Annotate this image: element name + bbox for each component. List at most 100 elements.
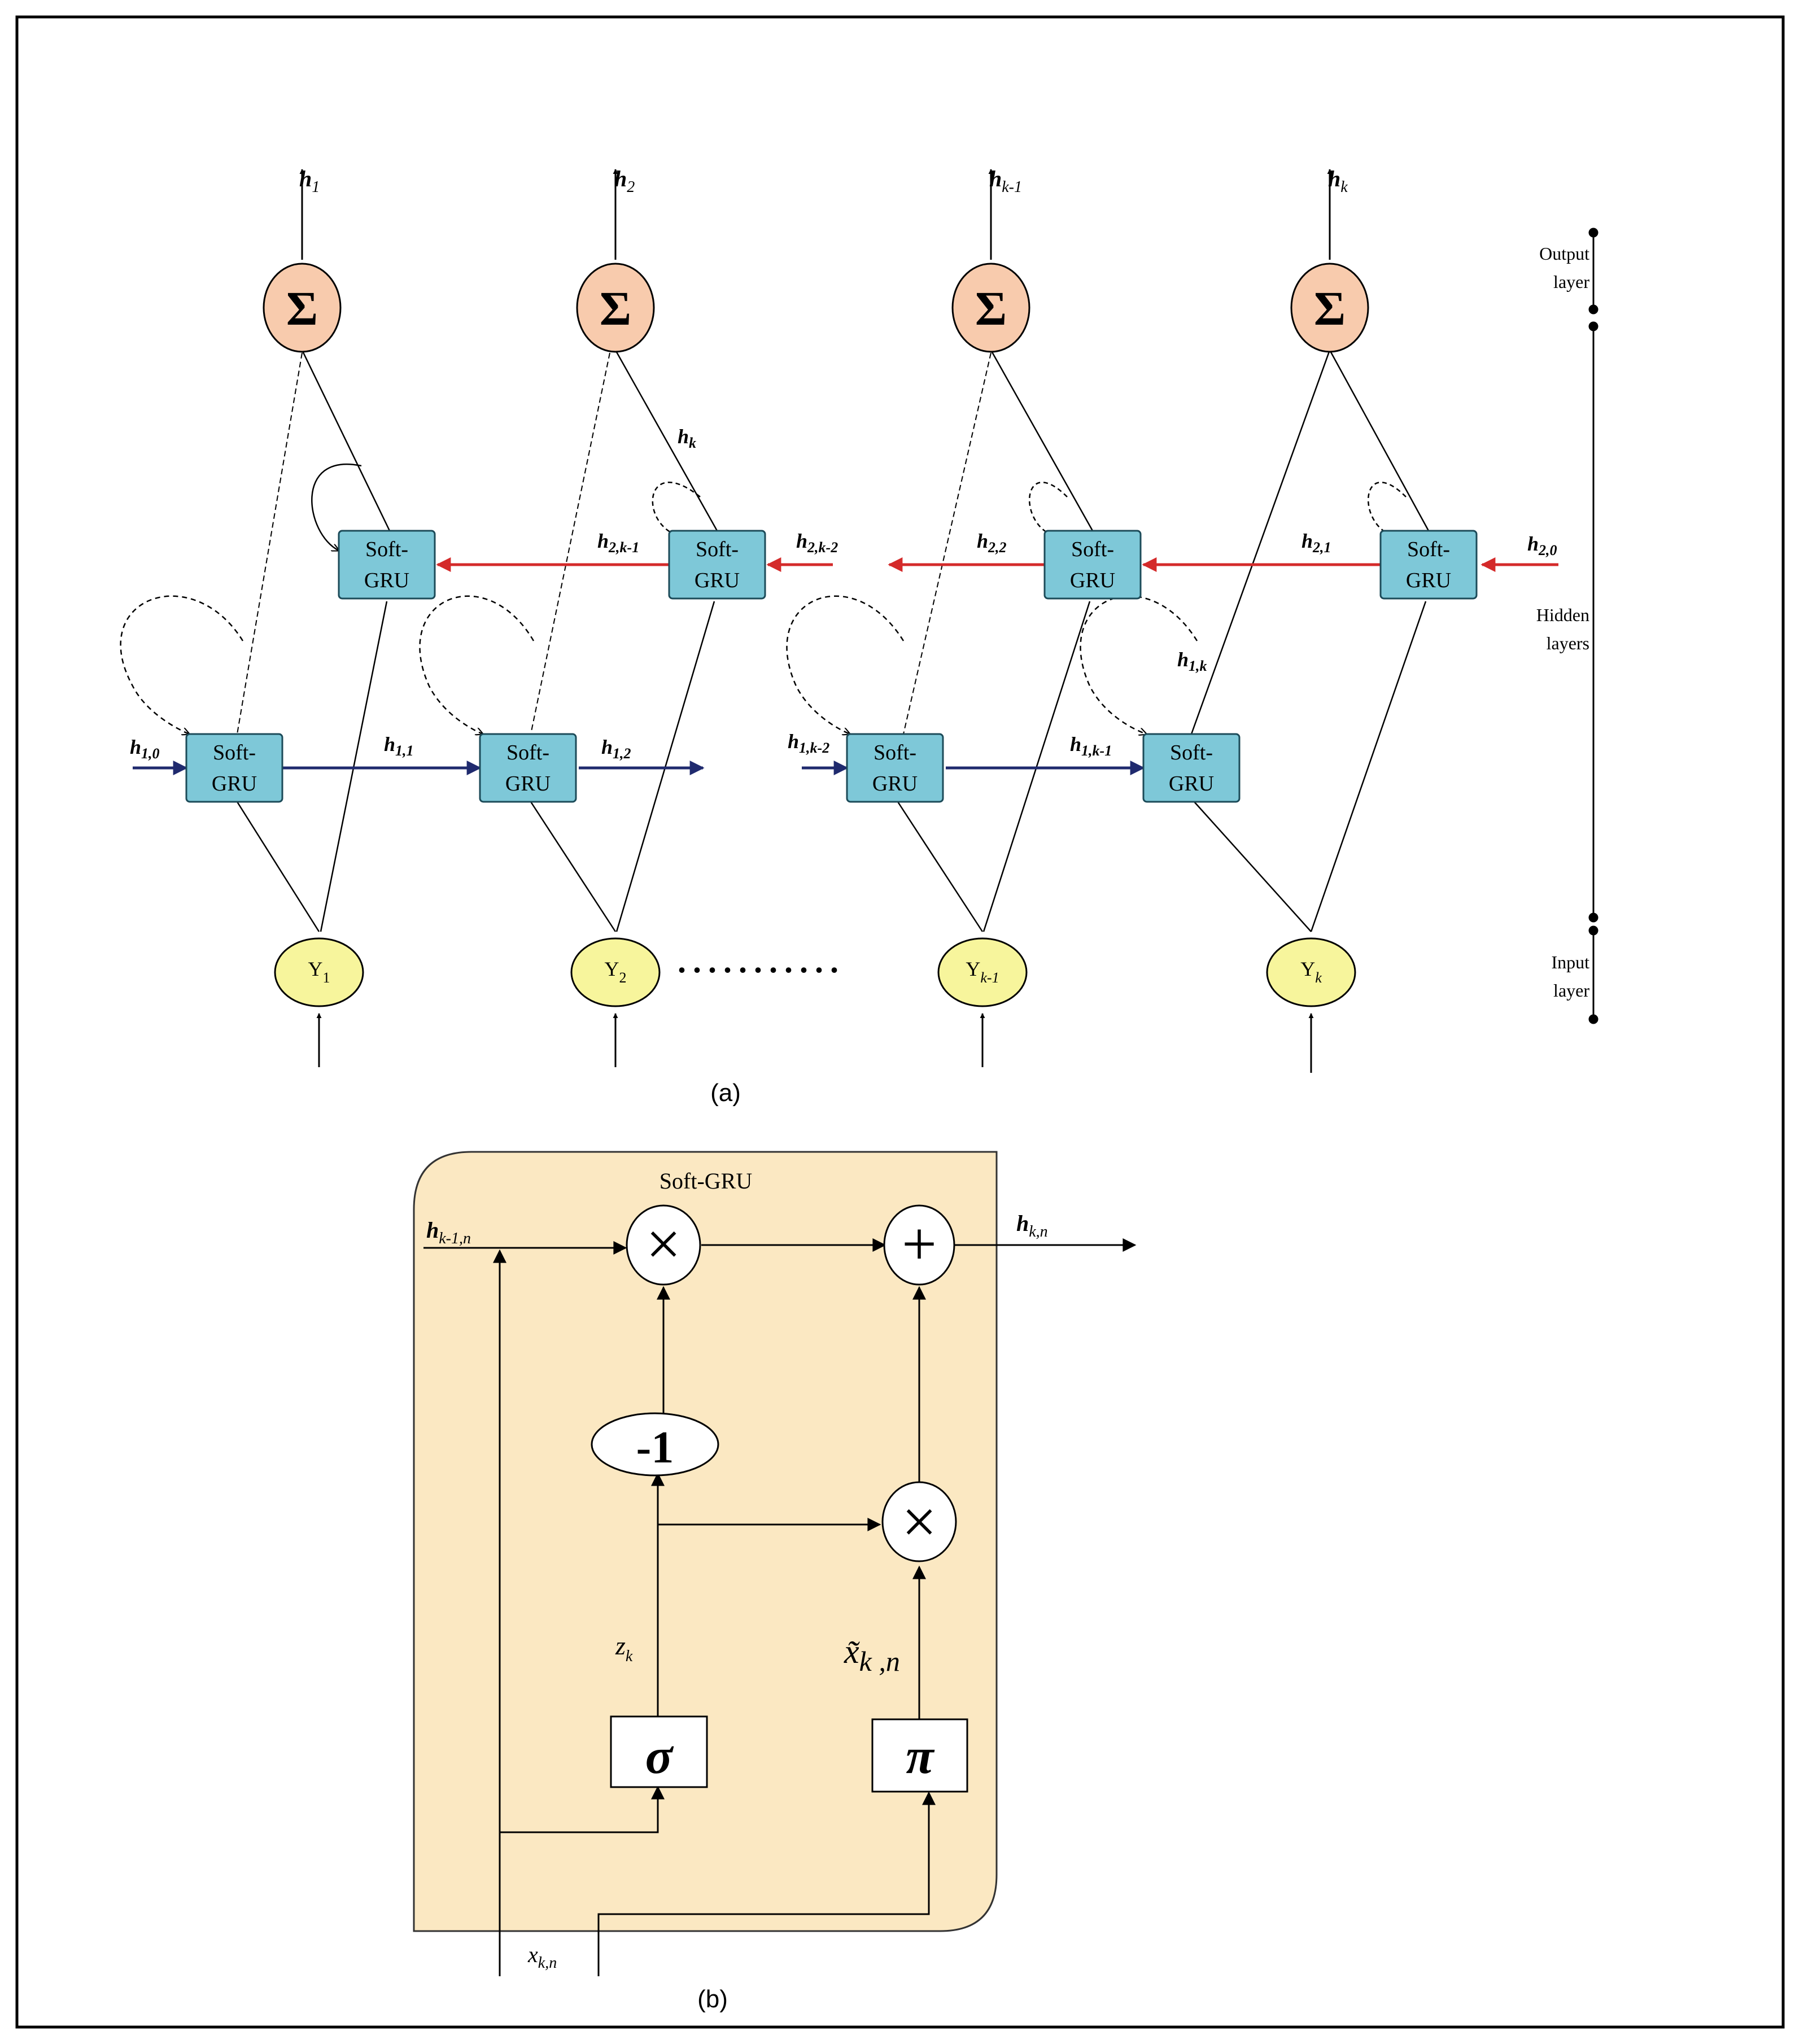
self-loop-dashed <box>120 595 244 734</box>
label-h-out: hk,n <box>1016 1211 1048 1241</box>
soft-gru-box <box>1379 530 1478 600</box>
gru-label-line1: Soft- <box>1170 741 1213 765</box>
link <box>990 350 1094 531</box>
soft-gru-box <box>846 733 944 803</box>
state-label-h12: h1,2 <box>601 736 631 762</box>
self-loop-dashed <box>652 482 701 536</box>
soft-gru-box <box>1043 530 1142 600</box>
gru-boxes: Soft- GRU Soft- GRU Soft- GRU Soft- GRU … <box>185 530 1478 803</box>
layer-dot <box>1588 321 1599 331</box>
input-label-y1: Y1 <box>308 958 330 986</box>
soft-gru-panel-bg <box>413 1151 998 1932</box>
link <box>897 801 984 932</box>
soft-gru-box <box>668 530 766 600</box>
soft-gru-box <box>1142 733 1241 803</box>
sum-node <box>576 263 655 353</box>
sigma-symbol: σ <box>645 1728 674 1784</box>
wire-to-sigma <box>500 1785 665 1833</box>
sum-node <box>951 263 1030 353</box>
layer-label-input-1: Input <box>1551 952 1589 972</box>
soft-gru-title: Soft-GRU <box>660 1168 753 1194</box>
panel-b: Soft-GRU × + × -1 σ π hk- <box>413 1151 1137 2013</box>
gru-label-line2: GRU <box>212 772 257 796</box>
input-label-yk-1: Yk-1 <box>966 958 999 986</box>
layer-label-hidden-1: Hidden <box>1536 605 1589 625</box>
layer-dot <box>1588 1014 1599 1024</box>
gru-label-line2: GRU <box>695 569 740 592</box>
gru-label-line2: GRU <box>505 772 551 796</box>
sum-node <box>1290 263 1369 353</box>
input-arrows <box>316 1013 1314 1073</box>
negate-symbol: -1 <box>636 1423 674 1473</box>
multiply-symbol: × <box>646 1209 681 1278</box>
self-loops-top <box>311 464 1407 551</box>
caption-a: (a) <box>710 1079 741 1107</box>
self-loop-dashed <box>1367 482 1407 536</box>
gru-label-line1: Soft- <box>874 741 916 765</box>
pi-box <box>871 1718 968 1793</box>
layer-dot <box>1588 228 1599 238</box>
state-label-h2k-2: h2,k-2 <box>796 530 838 556</box>
link <box>530 801 617 932</box>
multiply-symbol: × <box>902 1487 937 1556</box>
link <box>1190 350 1331 735</box>
sum-node <box>263 263 342 353</box>
self-loop-dashed <box>1080 595 1198 734</box>
output-label-h2: h2 <box>614 166 635 196</box>
link <box>1310 601 1427 932</box>
add-node <box>883 1204 955 1286</box>
link <box>301 350 391 531</box>
self-loop-dashed <box>786 595 905 734</box>
link <box>1194 801 1312 932</box>
multiply-node-top <box>626 1204 701 1286</box>
input-label-yk: Yk <box>1300 958 1322 986</box>
soft-gru-box <box>479 733 577 803</box>
sum-symbol: Σ <box>1314 281 1346 335</box>
label-h-in: hk-1,n <box>426 1217 471 1247</box>
soft-gru-box <box>338 530 436 600</box>
gru-label-line2: GRU <box>1406 569 1451 592</box>
dashed-link <box>237 352 303 735</box>
state-label-h2k-1: h2,k-1 <box>597 530 639 556</box>
layer-label-input-2: layer <box>1553 980 1589 1001</box>
sum-symbol: Σ <box>286 281 318 335</box>
input-node <box>570 937 661 1007</box>
layer-label-output-2: layer <box>1553 272 1589 292</box>
label-x-in: xk,n <box>527 1942 557 1972</box>
link <box>1329 350 1430 531</box>
state-label-hk-mid: hk <box>678 425 696 451</box>
self-loop-dashed <box>419 595 535 734</box>
caption-b: (b) <box>697 1985 728 2013</box>
dashed-link <box>530 352 610 735</box>
panel-a: Σ Σ Σ Σ Soft- GRU Soft- GRU Soft- GRU <box>120 166 1599 1107</box>
multiply-node-bottom <box>881 1481 957 1562</box>
layer-label-hidden-2: layers <box>1547 633 1589 653</box>
gru-label-line1: Soft- <box>1407 538 1450 561</box>
link <box>236 801 320 932</box>
dashed-link <box>903 352 992 735</box>
link <box>614 350 718 531</box>
gru-label-line1: Soft- <box>365 538 408 561</box>
output-label-hk-1: hk-1 <box>989 166 1022 196</box>
input-node <box>937 937 1028 1007</box>
cell-wires <box>423 1238 1137 1976</box>
state-label-h1k: h1,k <box>1177 648 1207 674</box>
layer-indicator <box>1588 228 1599 1024</box>
input-nodes: Y1 Y2 Yk-1 Yk <box>274 937 1356 1007</box>
self-loop-dashed <box>1028 482 1068 536</box>
self-loops-bottom <box>120 595 1198 734</box>
gru-label-line1: Soft- <box>696 538 739 561</box>
label-x-tilde: x̃k ,n <box>844 1633 900 1677</box>
gru-label-line1: Soft- <box>1071 538 1114 561</box>
gru-label-line2: GRU <box>364 569 409 592</box>
gru-label-line2: GRU <box>1070 569 1115 592</box>
layer-label-output-1: Output <box>1539 243 1589 264</box>
sum-symbol: Σ <box>975 281 1007 335</box>
state-label-h22: h2,2 <box>977 530 1007 556</box>
output-arrows <box>299 169 1333 260</box>
input-node <box>274 937 364 1007</box>
add-symbol: + <box>902 1209 937 1278</box>
state-label-h10: h1,0 <box>130 736 160 762</box>
